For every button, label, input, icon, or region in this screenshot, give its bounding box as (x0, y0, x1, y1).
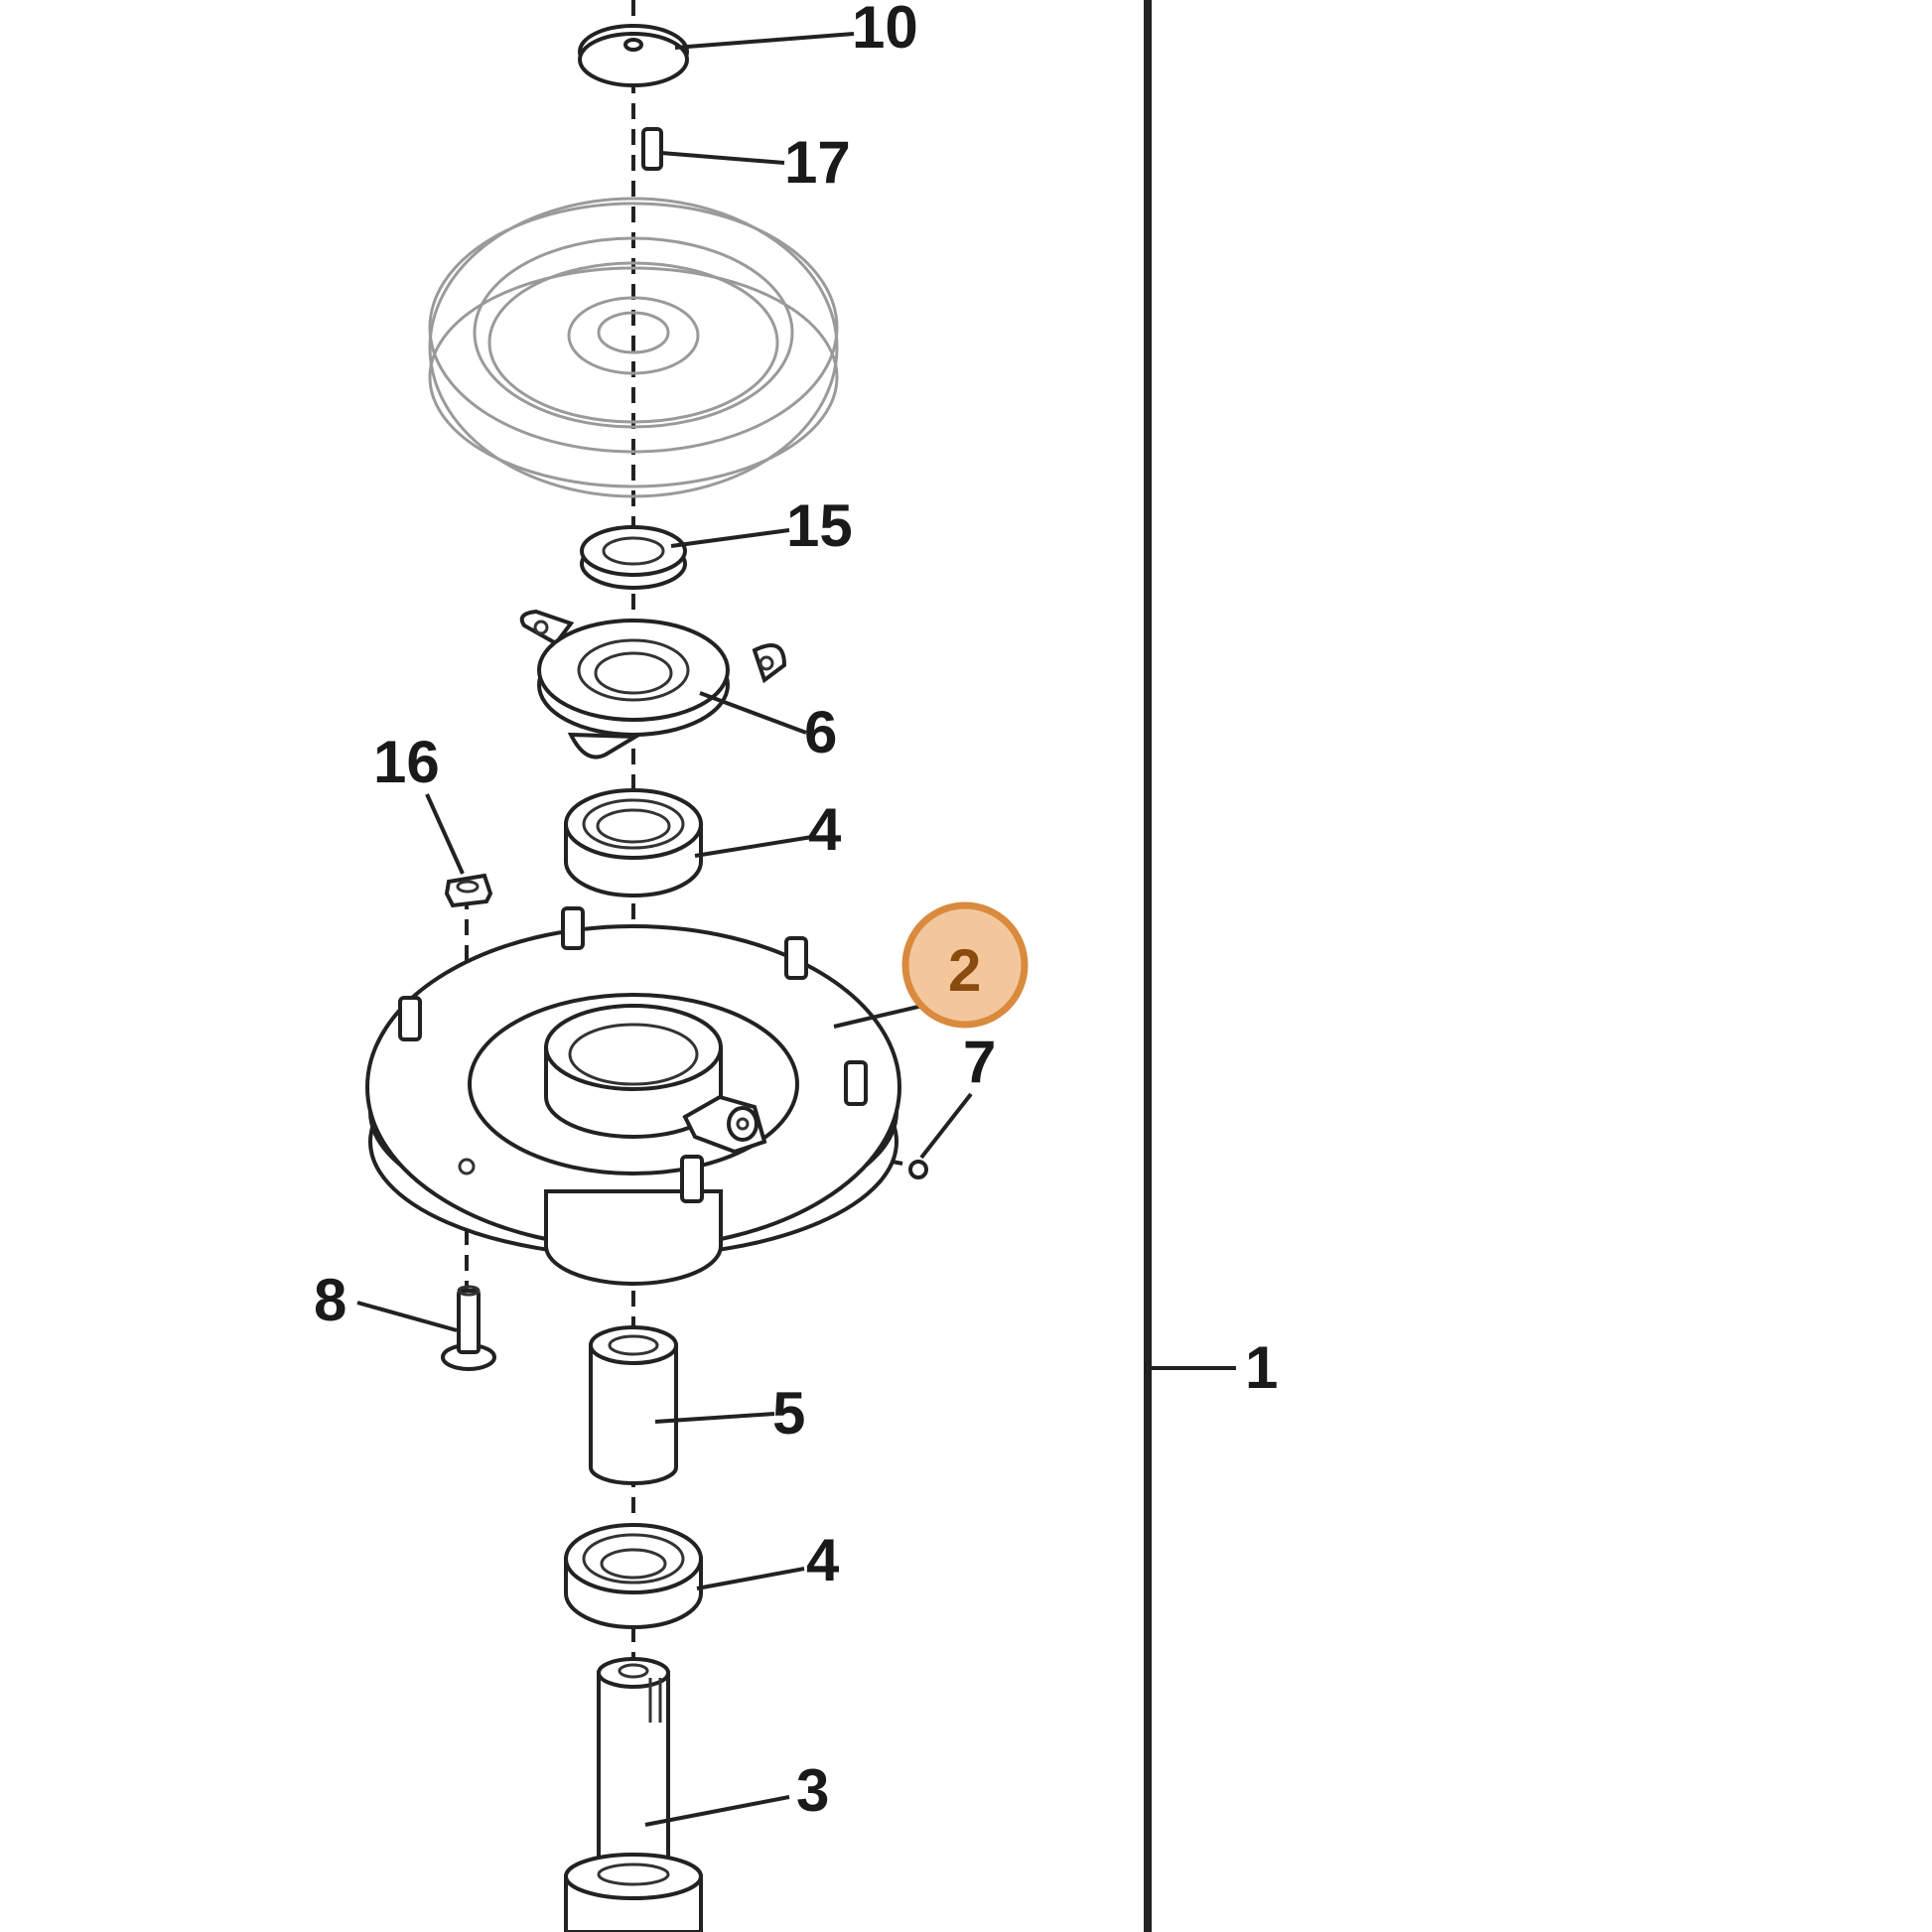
part-7-grease-fitting (908, 1160, 928, 1179)
callout-8[interactable]: 8 (314, 1267, 346, 1333)
part-3-spindle-shaft (564, 1657, 703, 1932)
part-6-bearing-cap (519, 609, 787, 759)
leader-16 (425, 793, 465, 875)
leader-7 (919, 1092, 973, 1160)
leader-17 (660, 151, 785, 165)
callout-10[interactable]: 10 (852, 0, 918, 61)
part-15-spacer (580, 525, 687, 590)
part-17-key (641, 127, 663, 171)
part-10-washer (578, 24, 689, 87)
callout-17[interactable]: 17 (784, 129, 851, 196)
leader-5 (654, 1412, 775, 1424)
leader-4-upper (694, 835, 813, 858)
part-16-nut (444, 873, 493, 908)
leader-6 (699, 691, 807, 735)
callout-15[interactable]: 15 (786, 492, 853, 559)
callout-5[interactable]: 5 (772, 1380, 805, 1447)
callout-4-upper[interactable]: 4 (808, 796, 842, 863)
highlight-circle-2[interactable] (901, 901, 1029, 1029)
leader-10 (674, 32, 855, 50)
part-4-upper-bearing (564, 788, 703, 897)
callout-4-lower[interactable]: 4 (806, 1527, 840, 1593)
callout-7[interactable]: 7 (963, 1029, 996, 1095)
leader-8 (356, 1301, 458, 1332)
leader-4-lower (696, 1567, 805, 1590)
leader-3 (644, 1795, 790, 1827)
callout-2[interactable]: 2 (948, 937, 981, 1004)
leader-15 (670, 528, 790, 548)
callout-16[interactable]: 16 (373, 729, 440, 795)
callout-3[interactable]: 3 (796, 1757, 829, 1824)
part-5-spacer-tube (589, 1325, 678, 1485)
part-8-bolt (441, 1285, 496, 1371)
pulley-ghost (428, 197, 839, 498)
part-2-spindle-housing (365, 906, 901, 1286)
callout-6[interactable]: 6 (804, 699, 837, 765)
part-4-lower-bearing (564, 1523, 703, 1629)
callout-1[interactable]: 1 (1245, 1334, 1278, 1401)
